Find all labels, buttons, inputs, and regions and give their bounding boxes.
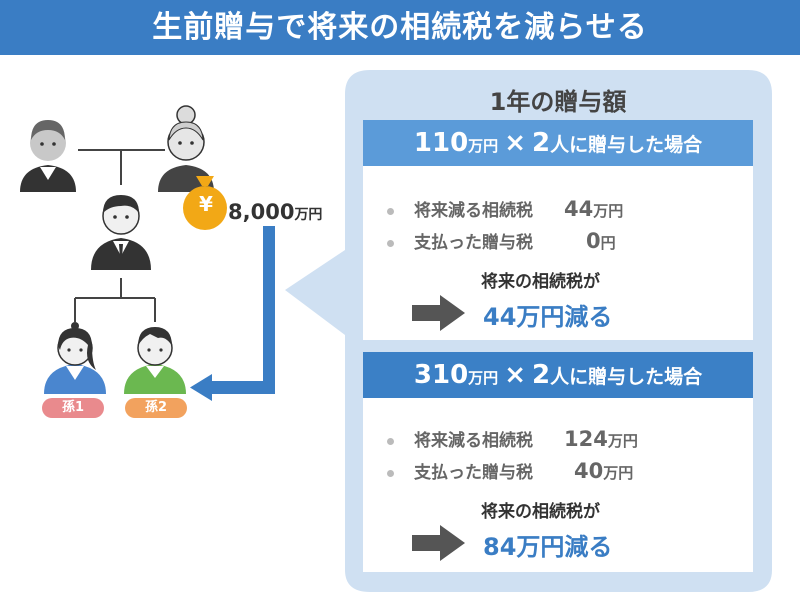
- yen-icon: ¥: [199, 192, 213, 216]
- scenario-2-header: 310万円×2人に贈与した場合: [363, 352, 753, 398]
- panel-title: 1年の贈与額: [489, 88, 627, 116]
- scenario-1-lead: 将来の相続税が: [481, 272, 600, 292]
- grandmother-icon: [158, 105, 214, 192]
- gift-arrow-icon: [190, 226, 275, 401]
- gift-amount: 8,000万円: [228, 200, 323, 224]
- family-tree-lines: [74, 149, 165, 322]
- scenario-1-result: 44万円減る: [483, 303, 613, 331]
- grandchild-2-icon: [124, 327, 186, 394]
- scenario-2-result: 84万円減る: [483, 533, 613, 561]
- grandchild-1-label: 孫1: [42, 398, 104, 418]
- result-arrow-icon: [412, 525, 465, 561]
- father-icon: [91, 195, 151, 270]
- grandchild-1-icon: [44, 322, 106, 394]
- grandfather-icon: [20, 120, 76, 192]
- bullet-icon: [387, 469, 394, 477]
- scenario-1-header: 110万円×2人に贈与した場合: [363, 120, 753, 166]
- bullet-icon: [387, 437, 394, 445]
- scenario-2-lead: 将来の相続税が: [481, 502, 600, 522]
- grandchild-2-label: 孫2: [125, 398, 187, 418]
- page-title: 生前贈与で将来の相続税を減らせる: [0, 0, 800, 55]
- bullet-icon: [387, 207, 394, 215]
- money-bag-icon: [183, 176, 227, 230]
- bullet-icon: [387, 239, 394, 247]
- result-arrow-icon: [412, 295, 465, 331]
